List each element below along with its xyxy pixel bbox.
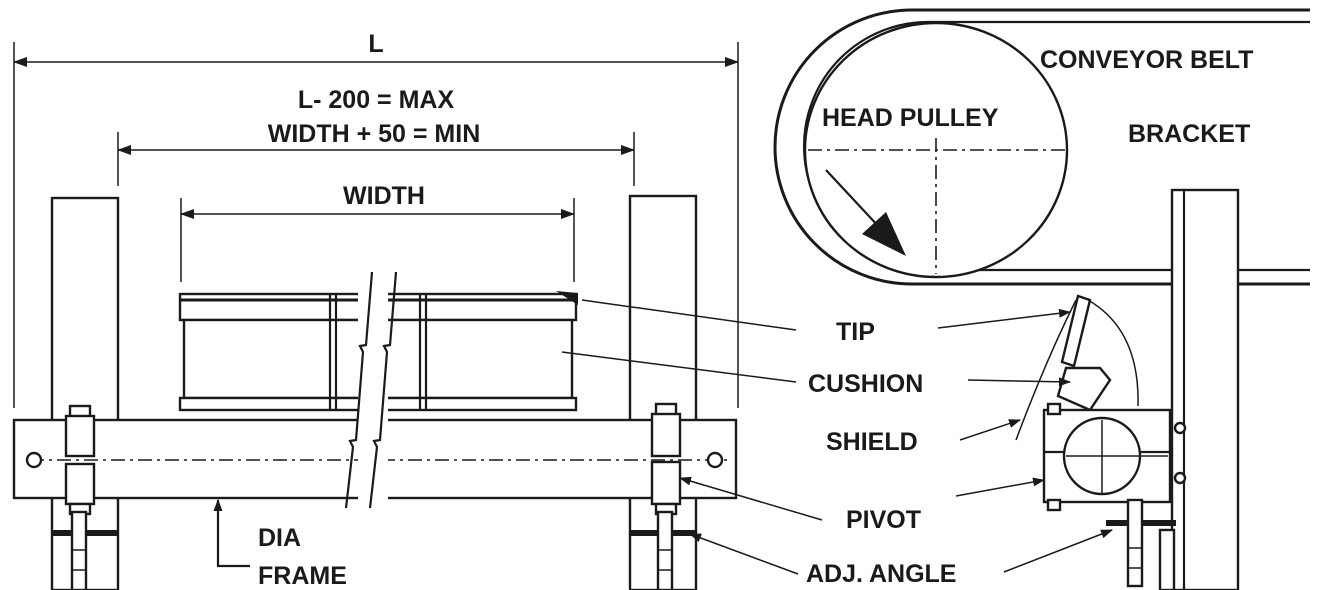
label-pivot: PIVOT: [846, 506, 921, 534]
dimension-max-min: [117, 132, 635, 186]
label-width: WIDTH: [343, 182, 425, 210]
break-marks: [344, 271, 398, 509]
leader-lines: [561, 299, 1113, 575]
dimension-l: [13, 42, 739, 408]
label-adj-angle: ADJ. ANGLE: [806, 560, 956, 588]
right-adj-angle: [630, 510, 696, 590]
label-tip: TIP: [836, 318, 875, 346]
label-cushion: CUSHION: [808, 370, 923, 398]
label-l: L: [368, 30, 383, 58]
label-frame: FRAME: [258, 562, 347, 590]
label-head-pulley: HEAD PULLEY: [822, 104, 999, 132]
dimension-width: [180, 198, 575, 282]
label-conveyor-belt: CONVEYOR BELT: [1040, 46, 1253, 74]
left-clamp: [64, 404, 96, 516]
cleaner-blade: [1015, 294, 1139, 441]
label-dia: DIA: [258, 524, 301, 552]
label-bracket: BRACKET: [1128, 120, 1250, 148]
label-max: L- 200 = MAX: [298, 86, 455, 114]
side-adj-angle: [1106, 498, 1176, 590]
bracket: [1170, 188, 1240, 590]
left-adj-angle: [52, 510, 118, 590]
label-shield: SHIELD: [826, 428, 918, 456]
front-view: [12, 42, 739, 590]
side-view: [561, 8, 1310, 590]
head-pulley: [803, 21, 1069, 279]
label-min: WIDTH + 50 = MIN: [268, 120, 481, 148]
pivot-assembly: [1042, 402, 1187, 512]
right-clamp: [650, 402, 682, 516]
dia-frame-leader: [213, 499, 250, 568]
